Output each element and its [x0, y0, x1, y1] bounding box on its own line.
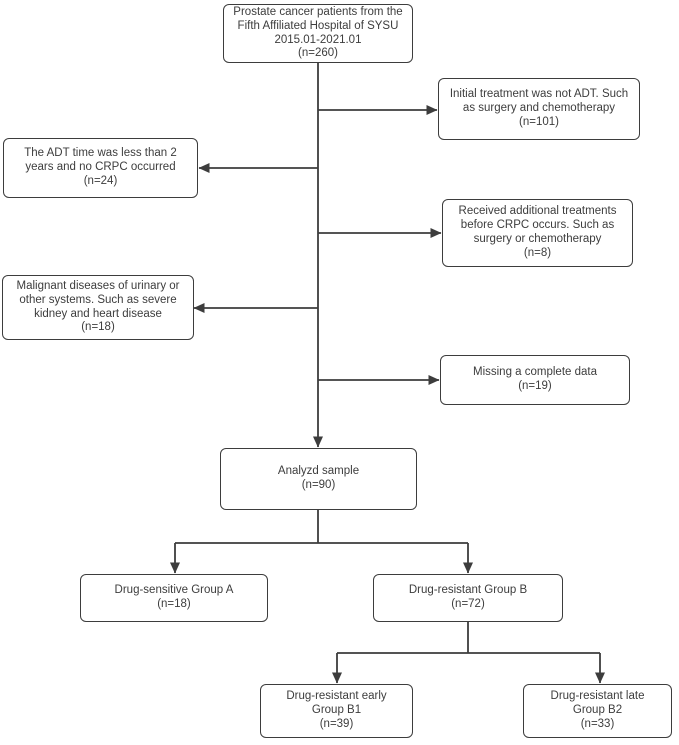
node-group-a: Drug-sensitive Group A (n=18): [80, 574, 268, 622]
node-exclusion-malignant-diseases-text: Malignant diseases of urinary or other s…: [16, 279, 180, 334]
node-population-text: Prostate cancer patients from the Fifth …: [233, 5, 403, 60]
node-group-a-text: Drug-sensitive Group A (n=18): [114, 584, 234, 610]
node-exclusion-not-adt: Initial treatment was not ADT. Such as s…: [438, 78, 640, 140]
node-exclusion-adt-time-text: The ADT time was less than 2 years and n…: [24, 147, 177, 187]
node-exclusion-malignant-diseases: Malignant diseases of urinary or other s…: [2, 275, 194, 340]
node-exclusion-additional-treatments: Received additional treatments before CR…: [442, 199, 633, 267]
node-group-b1-text: Drug-resistant early Group B1 (n=39): [286, 690, 387, 730]
node-exclusion-additional-treatments-text: Received additional treatments before CR…: [458, 205, 617, 259]
node-group-b2-text: Drug-resistant late Group B2 (n=33): [550, 690, 645, 730]
node-exclusion-not-adt-text: Initial treatment was not ADT. Such as s…: [449, 88, 629, 128]
node-exclusion-missing-data-text: Missing a complete data (n=19): [472, 366, 597, 392]
node-group-b: Drug-resistant Group B (n=72): [373, 574, 563, 622]
node-group-b2: Drug-resistant late Group B2 (n=33): [523, 684, 672, 738]
connector-split-rails: [175, 510, 600, 654]
node-group-b1: Drug-resistant early Group B1 (n=39): [260, 684, 413, 738]
node-analyzed-sample-text: Analyzd sample (n=90): [277, 465, 360, 491]
node-analyzed-sample: Analyzd sample (n=90): [220, 448, 417, 510]
node-group-b-text: Drug-resistant Group B (n=72): [408, 584, 528, 610]
node-exclusion-adt-time: The ADT time was less than 2 years and n…: [3, 138, 198, 198]
node-exclusion-missing-data: Missing a complete data (n=19): [440, 355, 630, 405]
node-population: Prostate cancer patients from the Fifth …: [223, 4, 413, 63]
